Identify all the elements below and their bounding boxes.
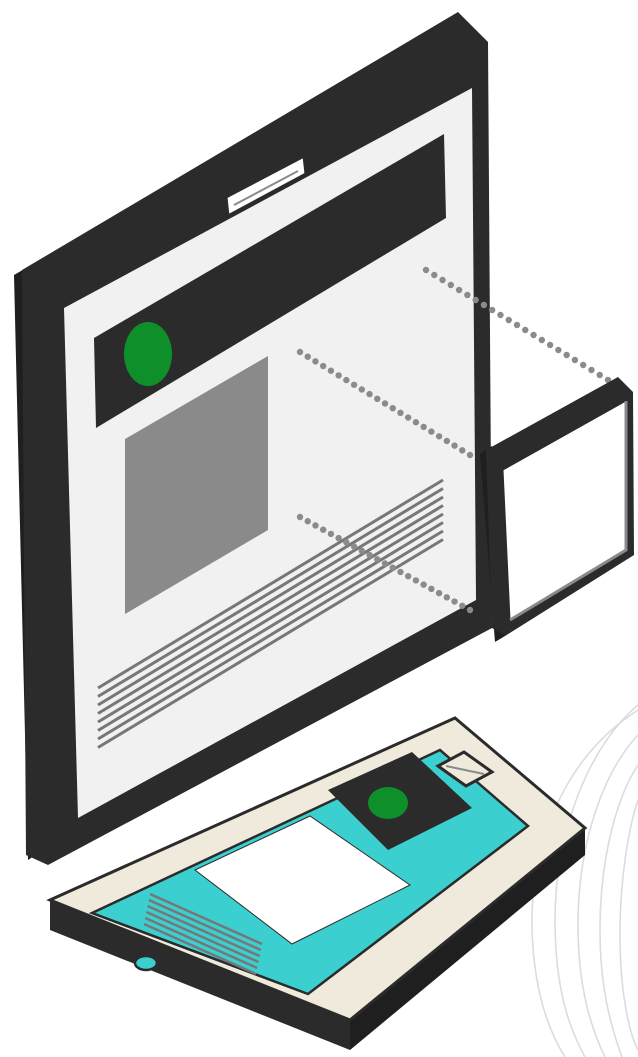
- connector-dot: [320, 526, 326, 532]
- connector-dot: [405, 414, 411, 420]
- connector-dot: [397, 569, 403, 575]
- connector-dot: [335, 535, 341, 541]
- connector-dot: [390, 565, 396, 571]
- connector-dot: [328, 531, 334, 537]
- connector-dot: [351, 543, 357, 549]
- connector-dot: [413, 577, 419, 583]
- connector-dot: [451, 598, 457, 604]
- connector-dot: [351, 382, 357, 388]
- connector-dot: [439, 277, 445, 283]
- connector-dot: [413, 419, 419, 425]
- connector-dot: [436, 433, 442, 439]
- connector-dot: [366, 552, 372, 558]
- avatar-icon: [124, 322, 172, 386]
- connector-dot: [305, 353, 311, 359]
- connector-dot: [464, 292, 470, 298]
- connector-dot: [320, 363, 326, 369]
- connector-dot: [481, 302, 487, 308]
- connector-dot: [444, 594, 450, 600]
- connector-dot: [335, 372, 341, 378]
- connector-dot: [431, 272, 437, 278]
- connector-dot: [305, 518, 311, 524]
- connector-dot: [420, 581, 426, 587]
- connector-dot: [588, 367, 594, 373]
- connector-dot: [343, 539, 349, 545]
- connector-dot: [312, 522, 318, 528]
- connector-dot: [382, 560, 388, 566]
- connector-dot: [451, 442, 457, 448]
- connector-dot: [456, 287, 462, 293]
- connector-dot: [459, 603, 465, 609]
- connector-dot: [436, 590, 442, 596]
- connector-dot: [472, 297, 478, 303]
- connector-dot: [506, 317, 512, 323]
- connector-dot: [359, 548, 365, 554]
- connector-dot: [297, 514, 303, 520]
- connector-dot: [428, 586, 434, 592]
- connector-dot: [597, 372, 603, 378]
- connector-dot: [530, 332, 536, 338]
- connector-dot: [405, 573, 411, 579]
- connector-dot: [444, 438, 450, 444]
- connector-dot: [328, 368, 334, 374]
- connector-dot: [489, 307, 495, 313]
- connector-dot: [382, 400, 388, 406]
- home-button-icon: [135, 956, 157, 970]
- connector-dot: [374, 556, 380, 562]
- connector-dot: [467, 452, 473, 458]
- phone-avatar-icon: [368, 787, 408, 819]
- connector-dot: [343, 377, 349, 383]
- connector-dot: [366, 391, 372, 397]
- connector-dot: [522, 327, 528, 333]
- connector-dot: [312, 358, 318, 364]
- connector-dot: [423, 267, 429, 273]
- connector-dot: [397, 410, 403, 416]
- connector-dot: [390, 405, 396, 411]
- connector-dot: [459, 447, 465, 453]
- connector-dot: [539, 337, 545, 343]
- connector-dot: [563, 352, 569, 358]
- connector-dot: [420, 424, 426, 430]
- connector-dot: [428, 428, 434, 434]
- connector-dot: [448, 282, 454, 288]
- connector-dot: [572, 357, 578, 363]
- connector-dot: [359, 386, 365, 392]
- connector-dot: [580, 362, 586, 368]
- connector-dot: [497, 312, 503, 318]
- connector-dot: [374, 396, 380, 402]
- tablet: [480, 377, 634, 642]
- connector-dot: [467, 607, 473, 613]
- connector-dot: [297, 349, 303, 355]
- connector-dot: [514, 322, 520, 328]
- connector-dot: [555, 347, 561, 353]
- connector-dot: [547, 342, 553, 348]
